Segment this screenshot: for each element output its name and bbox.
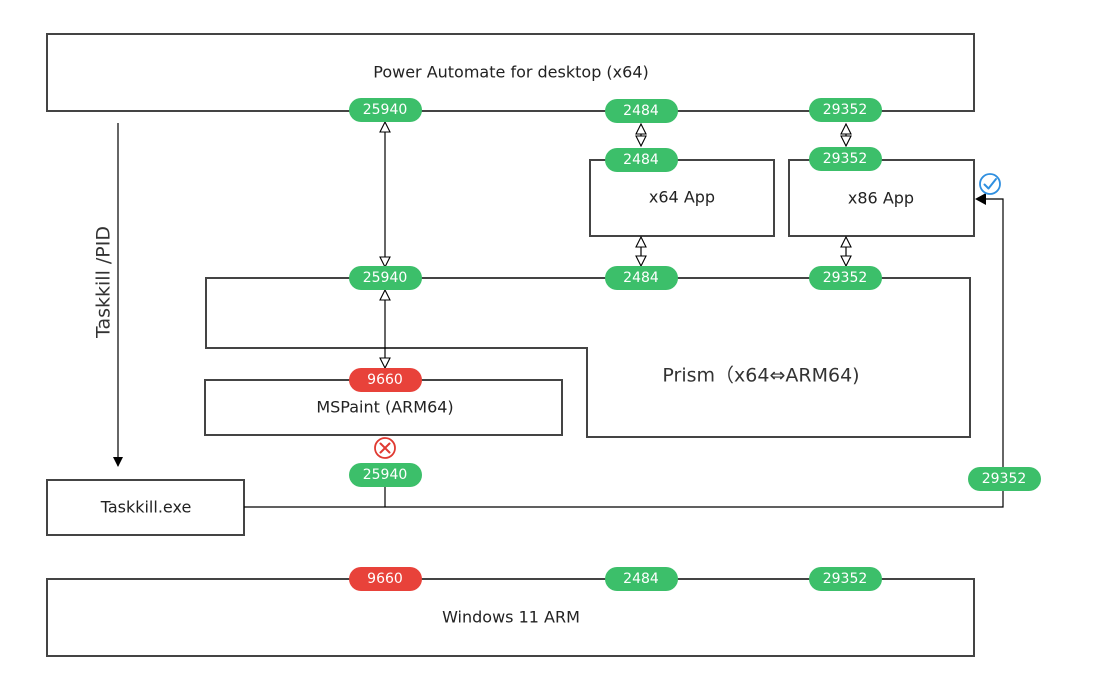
taskkill-connector — [244, 198, 1004, 508]
svg-text:29352: 29352 — [823, 571, 868, 587]
x-circle-icon — [374, 437, 396, 459]
check-circle-icon — [979, 173, 1001, 195]
svg-text:9660: 9660 — [367, 571, 403, 587]
mspaint-label: MSPaint (ARM64) — [316, 398, 453, 417]
svg-text:2484: 2484 — [623, 571, 659, 587]
svg-text:29352: 29352 — [823, 151, 868, 167]
pid-pill: 9660 — [349, 368, 422, 392]
svg-text:29352: 29352 — [982, 471, 1027, 487]
pid-pill: 2484 — [605, 99, 678, 123]
svg-text:29352: 29352 — [823, 270, 868, 286]
svg-text:25940: 25940 — [363, 467, 408, 483]
prism-box — [205, 277, 971, 438]
svg-text:2484: 2484 — [623, 152, 659, 168]
open-arrowheads — [379, 120, 852, 370]
svg-text:29352: 29352 — [823, 102, 868, 118]
pid-pill: 2484 — [605, 567, 678, 591]
svg-text:2484: 2484 — [623, 103, 659, 119]
prism-label: Prism（x64⇔ARM64) — [662, 365, 859, 387]
x86-app-label: x86 App — [848, 189, 914, 208]
windows-box — [46, 578, 975, 657]
pid-pill: 2484 — [605, 266, 678, 290]
x64-app-label: x64 App — [649, 188, 715, 207]
x64-app-box — [589, 159, 775, 237]
svg-text:2484: 2484 — [623, 270, 659, 286]
windows-label: Windows 11 ARM — [442, 608, 580, 627]
pid-pill: 25940 — [349, 98, 422, 122]
pid-pill: 29352 — [809, 266, 882, 290]
x86-arrowhead — [975, 193, 986, 205]
pid-pill: 29352 — [968, 467, 1041, 491]
power-automate-label: Power Automate for desktop (x64) — [373, 63, 649, 82]
pid-pill: 25940 — [349, 266, 422, 290]
pid-pill: 29352 — [809, 147, 882, 171]
pid-pill: 9660 — [349, 567, 422, 591]
pid-pill: 2484 — [605, 148, 678, 172]
pid-pill: 25940 — [349, 463, 422, 487]
svg-text:25940: 25940 — [363, 102, 408, 118]
taskkill-pid-label: Taskkill /PID — [93, 226, 115, 339]
taskkill-exe-label: Taskkill.exe — [100, 498, 192, 517]
pid-pill: 29352 — [809, 98, 882, 122]
svg-text:25940: 25940 — [363, 270, 408, 286]
pid-pill: 29352 — [809, 567, 882, 591]
svg-text:9660: 9660 — [367, 372, 403, 388]
